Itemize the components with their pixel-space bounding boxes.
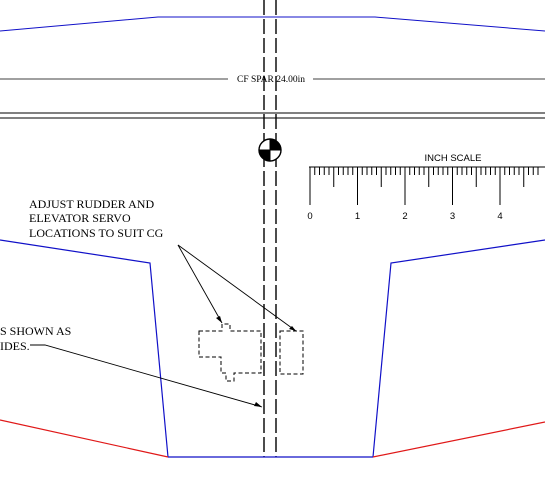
scale-tick-label: 1 xyxy=(355,211,360,222)
servo-note-line3: LOCATIONS TO SUIT CG xyxy=(29,226,164,240)
servo-note: ADJUST RUDDER AND ELEVATOR SERVO LOCATIO… xyxy=(29,197,164,240)
leader-servo-right-arrow xyxy=(289,326,296,331)
scale-tick-label: 0 xyxy=(307,211,312,222)
leader-left-note-arrow xyxy=(254,402,262,407)
scale-labels: 0 1 2 3 4 xyxy=(307,211,502,222)
spar-label: CF SPAR 24.00in xyxy=(237,75,305,85)
cg-symbol xyxy=(258,138,282,162)
scale-ticks xyxy=(309,167,539,205)
left-note-line1: S SHOWN AS xyxy=(0,324,71,338)
leader-servo-left xyxy=(177,244,223,324)
red-edge-right xyxy=(372,421,545,458)
inch-scale: INCH SCALE 0 1 2 3 4 xyxy=(307,153,545,222)
wing-outline-top xyxy=(0,16,545,32)
scale-title: INCH SCALE xyxy=(424,153,481,164)
left-note-line2: IDES. xyxy=(0,339,30,353)
leader-servo-right xyxy=(177,244,297,332)
stab-outline-left xyxy=(0,239,169,458)
stab-outline-right xyxy=(372,239,545,458)
servo-left-outline xyxy=(198,323,262,382)
leader-left-note xyxy=(30,344,263,408)
leader-servo-left-arrow xyxy=(216,316,222,323)
servo-right-outline xyxy=(279,330,304,375)
scale-tick-label: 2 xyxy=(402,211,407,222)
red-edge-left xyxy=(0,419,169,458)
scale-tick-label: 3 xyxy=(450,211,455,222)
scale-tick-label: 4 xyxy=(497,211,502,222)
servo-note-line1: ADJUST RUDDER AND xyxy=(29,197,154,211)
left-note: S SHOWN AS IDES. xyxy=(0,324,71,353)
servo-note-line2: ELEVATOR SERVO xyxy=(29,211,131,225)
